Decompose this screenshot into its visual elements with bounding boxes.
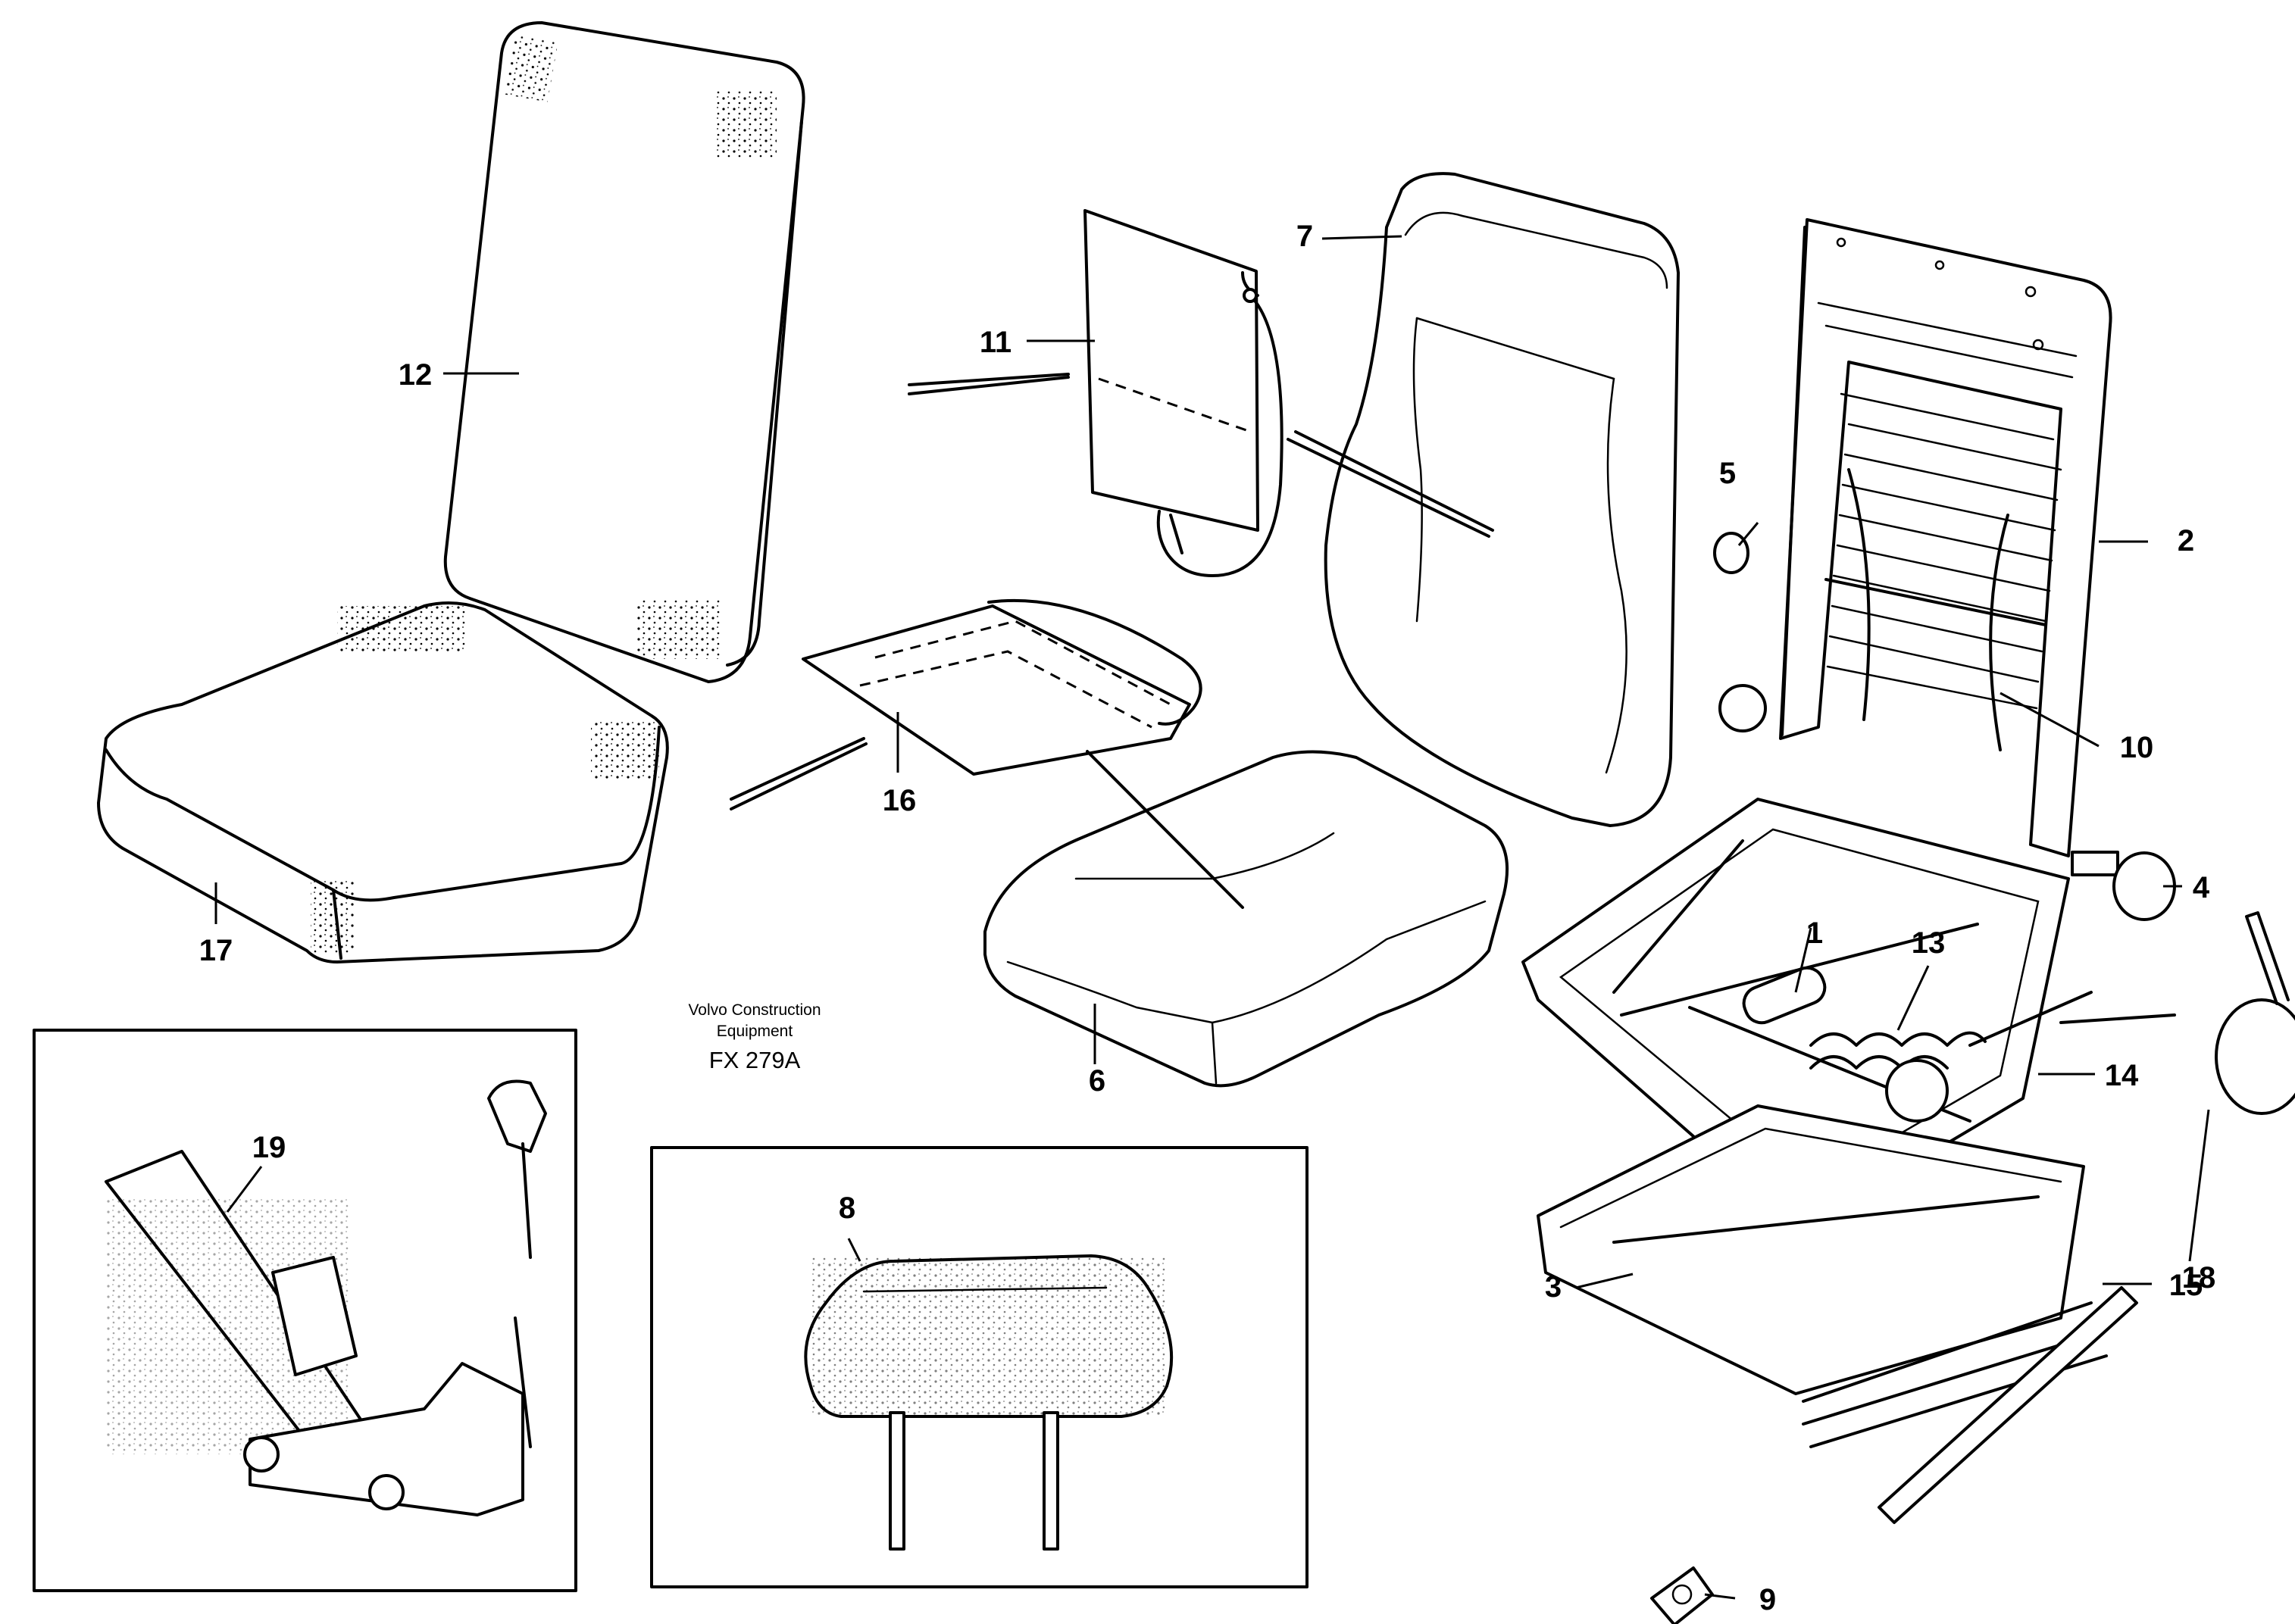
- callout-17: 17: [199, 934, 233, 967]
- callout-15: 15: [2169, 1269, 2203, 1302]
- callout-18: 18: [2182, 1261, 2216, 1295]
- backrest-spring-grid: [1824, 423, 2062, 751]
- seat-heating-pad: [730, 598, 1202, 810]
- backrest: [1287, 172, 1680, 827]
- callout-8: 8: [839, 1191, 855, 1225]
- seat-belt-inset-frame: [33, 1029, 577, 1592]
- seat-belt-detail: [105, 1079, 547, 1516]
- headrest-inset-frame: [650, 1146, 1309, 1588]
- cable-tie: [2215, 911, 2295, 1115]
- callout-6: 6: [1089, 1064, 1105, 1098]
- seat-cushion: [983, 750, 1509, 1088]
- callout-labels: 1 2 3 4 5 6 7 8 9 10 11 12 13 14 15 16 1…: [199, 220, 2216, 1616]
- callout-9: 9: [1759, 1583, 1776, 1616]
- backrest-heating-pad: [908, 209, 1284, 577]
- callout-16: 16: [883, 784, 917, 817]
- callout-10: 10: [2120, 731, 2154, 764]
- caption-company-line1: Volvo Construction: [688, 1001, 821, 1019]
- callout-11: 11: [980, 326, 1011, 359]
- backrest-frame: [1779, 218, 2112, 857]
- callout-19: 19: [252, 1131, 286, 1164]
- mounting-plate: [1650, 1566, 1714, 1624]
- figure-code: FX 279A: [709, 1047, 801, 1073]
- callout-14: 14: [2105, 1059, 2139, 1092]
- seat-cushion-large: [97, 601, 669, 963]
- callout-12: 12: [399, 358, 433, 392]
- seat-base: [1537, 1104, 2138, 1524]
- figure-caption: Volvo Construction Equipment FX 279A: [688, 1001, 821, 1073]
- headrest-detail: [804, 1254, 1174, 1551]
- callout-5: 5: [1719, 457, 1736, 490]
- backrest-cushion-large: [443, 21, 805, 683]
- leader-lines: [214, 235, 2210, 1600]
- callout-3: 3: [1545, 1270, 1562, 1304]
- adjustment-knob: [2071, 851, 2176, 921]
- callout-4: 4: [2193, 871, 2210, 904]
- callout-2: 2: [2178, 524, 2194, 557]
- callout-7: 7: [1296, 220, 1313, 253]
- callout-13: 13: [1912, 926, 1946, 960]
- caption-company-line2: Equipment: [717, 1023, 793, 1040]
- callout-1: 1: [1806, 917, 1823, 950]
